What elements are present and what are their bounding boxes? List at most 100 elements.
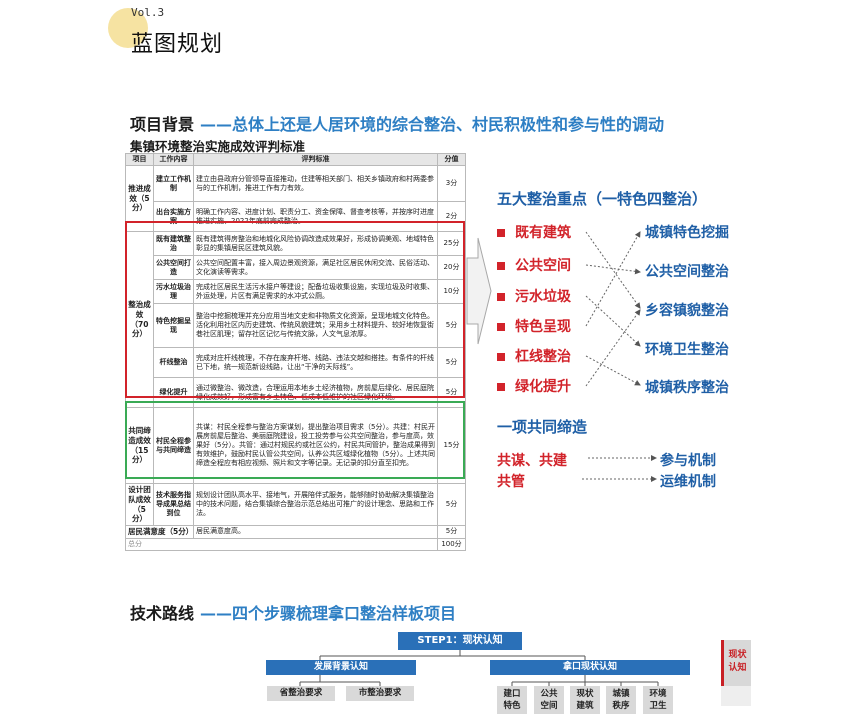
status-item-box: 环境卫生 <box>643 686 673 714</box>
table-total-score: 100分 <box>437 537 466 551</box>
table-content-cell: 技术服务指导成果总结到位 <box>153 483 194 527</box>
table-row: 推进成效（5分） 建立工作机制 建立由县政府分管领导直接推动，住建等相关部门、相… <box>125 165 466 233</box>
background-cognition-bar: 发展背景认知 <box>266 660 416 675</box>
focus-item-label: 公共空间 <box>515 258 571 274</box>
table-score-cell: 20分 <box>437 255 466 281</box>
status-item-line1: 城镇 <box>612 689 630 699</box>
status-item-line1: 现状 <box>576 689 594 699</box>
status-item-box: 公共空间 <box>534 686 564 714</box>
table-content-cell: 村民全程参与共同缔造 <box>153 407 194 485</box>
table-row: 整治成效（70分） 既有建筑整治 既有建筑得房整治和地城化风险协调改造成效果好，… <box>125 231 466 409</box>
target-item-public-space: 公共空间整治 <box>645 264 729 280</box>
table-row: 绿化提升 通过微整治、微改造，合理运用本地乡土经济植物，房前屋后绿化、居民庭院绿… <box>126 377 466 409</box>
table-criteria-cell: 既有建筑得房整治和地城化风险协调改造成效果好，形成协调美观、地域特色彰显的集镇居… <box>193 231 438 257</box>
table-group-cell: 设计团队成效（5分） <box>125 483 154 527</box>
table-score-cell: 5分 <box>437 483 466 527</box>
table-score-cell: 5分 <box>437 303 466 349</box>
bullet-square-icon <box>497 262 505 270</box>
table-group-cell: 推进成效（5分） <box>125 165 154 233</box>
common-left-item: 共谋、共建 <box>497 453 567 469</box>
focus-item-label: 绿化提升 <box>515 379 571 395</box>
table-row: 设计团队成效（5分） 技术服务指导成果总结到位 规划设计团队高水平、接地气，开展… <box>125 483 466 527</box>
section-heading-background: 项目背景 ——总体上还是人居环境的综合整治、村民积极性和参与性的调动 <box>130 111 664 135</box>
status-item-line2: 秩序 <box>612 701 630 711</box>
side-status-line2: 认知 <box>728 663 747 673</box>
focus-item-label: 杠线整治 <box>515 349 571 365</box>
bullet-square-icon <box>497 353 505 361</box>
focus-title: 五大整治重点（一特色四整治） <box>497 190 708 208</box>
table-row: 共同缔造成效（15分） 村民全程参与共同缔造 共谋：村民全程参与整治方案谋划，提… <box>125 407 466 485</box>
table-title: 集镇环境整治实施成效评判标准 <box>130 139 306 154</box>
section-heading-lead: 项目背景 <box>130 115 195 134</box>
section-heading-subtitle: ——四个步骤梳理拿口整治样板项目 <box>200 604 457 623</box>
city-requirement-box: 市整治要求 <box>346 686 414 701</box>
table-criteria-cell: 完成对庄杆线梳理，不存在废弃杆塔、线路、违法交越和搭挂。有条件的杆线已下地，统一… <box>193 347 438 379</box>
table-header-row: 项目 工作内容 评判标准 分值 <box>125 152 466 167</box>
status-item-line1: 环境 <box>649 689 667 699</box>
table-header-cell: 工作内容 <box>153 152 194 167</box>
status-item-box: 现状建筑 <box>570 686 600 714</box>
table-row: 污水垃圾治理 完成社区居民生活污水接户等建设；配备垃圾收集设施，实现垃圾及时收集… <box>126 279 466 305</box>
focus-item-label: 特色呈现 <box>515 319 571 335</box>
focus-item-public-space: 公共空间 <box>497 255 571 275</box>
table-resident-label: 居民满意度（5分） <box>125 525 194 539</box>
table-content-cell: 特色挖掘呈现 <box>153 303 194 349</box>
table-group-cell: 整治成效（70分） <box>125 231 154 409</box>
target-item-town-feature: 城镇特色挖掘 <box>645 225 729 241</box>
focus-item-greening: 绿化提升 <box>497 376 571 396</box>
table-content-cell: 出台实施方案 <box>153 201 194 233</box>
arrow-right-icon <box>466 237 492 345</box>
table-score-cell: 10分 <box>437 279 466 305</box>
focus-item-existing-buildings: 既有建筑 <box>497 222 571 242</box>
focus-item-feature: 特色呈现 <box>497 316 571 336</box>
common-left-item: 共管 <box>497 474 525 490</box>
status-item-line2: 空间 <box>540 701 558 711</box>
bullet-square-icon <box>497 293 505 301</box>
tech-route-connectors <box>299 650 659 686</box>
focus-item-label: 污水垃圾 <box>515 289 571 305</box>
target-item-sanitation: 环境卫生整治 <box>645 342 729 358</box>
step1-box: STEP1：现状认知 <box>398 632 522 650</box>
table-score-cell: 2分 <box>437 201 466 233</box>
table-row: 杆线整治 完成对庄杆线梳理，不存在废弃杆塔、线路、违法交越和搭挂。有条件的杆线已… <box>126 347 466 379</box>
table-criteria-cell: 通过微整治、微改造，合理运用本地乡土经济植物，房前屋后绿化、居民庭院绿化成效好，… <box>193 377 438 409</box>
table-content-cell: 绿化提升 <box>153 377 194 409</box>
table-content-cell: 杆线整治 <box>153 347 194 379</box>
table-content-cell: 建立工作机制 <box>153 165 194 203</box>
table-score-cell: 5分 <box>437 347 466 379</box>
status-item-line2: 卫生 <box>649 701 667 711</box>
table-criteria-cell: 公共空间配置丰富，接入周边景观资源，满足社区居民休闲交流、民俗活动、文化演读等需… <box>193 255 438 281</box>
table-score-cell: 5分 <box>437 525 466 539</box>
side-status-line1: 现状 <box>728 650 747 660</box>
table-criteria-cell: 建立由县政府分管领导直接推动，住建等相关部门、相关乡镇政府和村两委参与的工作机制… <box>193 165 438 203</box>
status-item-line2: 建筑 <box>576 701 594 711</box>
status-item-line1: 建口 <box>503 689 521 699</box>
side-status-label: 现状认知 <box>721 640 751 686</box>
table-score-cell: 3分 <box>437 165 466 203</box>
table-criteria-cell: 明确工作内容、进度计划、职责分工、资金保障、督查考核等，并按序时进度推进实施，2… <box>193 201 438 233</box>
common-right-item: 运维机制 <box>660 474 716 490</box>
table-criteria-cell: 整治中挖掘梳理并充分应用当地文史和非物质文化资源，呈现地城文化特色。活化利用社区… <box>193 303 438 349</box>
focus-item-sewage-waste: 污水垃圾 <box>497 286 571 306</box>
volume-label: Vol.3 <box>131 6 165 19</box>
table-row: 公共空间打造 公共空间配置丰富，接入周边景观资源，满足社区居民休闲交流、民俗活动… <box>126 255 466 281</box>
table-total-row: 总分 100分 <box>125 537 466 551</box>
focus-item-label: 既有建筑 <box>515 225 571 241</box>
table-score-cell: 15分 <box>437 407 466 485</box>
section-heading-lead: 技术路线 <box>130 604 195 623</box>
status-item-box: 建口特色 <box>497 686 527 714</box>
side-status-tail <box>721 686 751 706</box>
evaluation-table: 项目 工作内容 评判标准 分值 推进成效（5分） 建立工作机制 建立由县政府分管… <box>125 152 466 551</box>
section-heading-subtitle: ——总体上还是人居环境的综合整治、村民积极性和参与性的调动 <box>200 115 665 134</box>
vol-decor-circle <box>108 8 148 48</box>
table-criteria-cell: 共谋：村民全程参与整治方案谋划，提出整治项目需求（5分）。共建：村民开展房前屋后… <box>193 407 438 485</box>
focus-link-lines <box>585 231 641 387</box>
table-row: 居民满意度（5分） 居民满意度高。 5分 <box>125 525 466 539</box>
table-content-cell: 既有建筑整治 <box>153 231 194 257</box>
bullet-square-icon <box>497 229 505 237</box>
province-requirement-box: 省整治要求 <box>267 686 335 701</box>
table-criteria-cell: 完成社区居民生活污水接户等建设；配备垃圾收集设施，实现垃圾及时收集、外运处理，片… <box>193 279 438 305</box>
table-criteria-cell: 规划设计团队高水平、接地气，开展陪伴式服务，能够随时协助解决集镇整治中的技术问题… <box>193 483 438 527</box>
common-right-item: 参与机制 <box>660 453 716 469</box>
section-heading-tech-route: 技术路线 ——四个步骤梳理拿口整治样板项目 <box>130 600 456 624</box>
